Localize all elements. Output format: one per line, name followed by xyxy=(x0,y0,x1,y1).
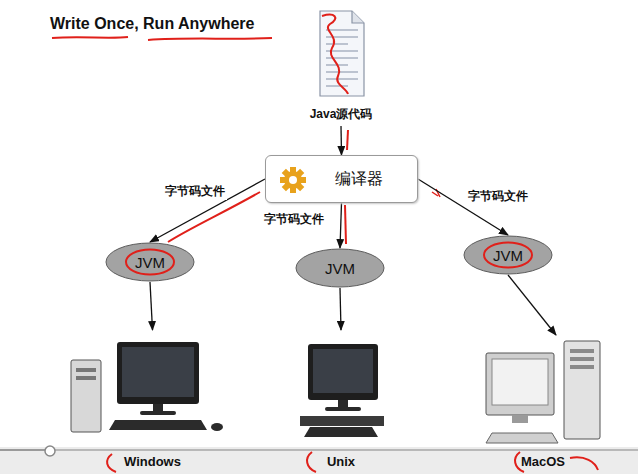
monitor-stand xyxy=(512,415,528,423)
edge-label: 字节码文件 xyxy=(466,188,530,205)
red-mark xyxy=(107,454,116,472)
compiler-label: 编译器 xyxy=(335,169,383,190)
monitor-stand xyxy=(153,404,163,412)
document-line xyxy=(326,29,358,31)
node-shape xyxy=(478,335,608,472)
document-line xyxy=(326,57,358,59)
document-line xyxy=(326,71,358,73)
progress-line xyxy=(0,449,638,451)
monitor-screen xyxy=(492,359,548,405)
monitor-frame xyxy=(117,342,199,404)
monitor-stand xyxy=(338,400,348,408)
red-underline xyxy=(52,37,128,38)
document-line xyxy=(326,43,348,45)
red-circle xyxy=(484,243,532,268)
jvm-label: JVM xyxy=(493,247,523,264)
arrow-connector xyxy=(150,179,265,242)
drive-slot xyxy=(76,376,96,380)
drive-slot xyxy=(570,349,594,353)
arrow-connector xyxy=(340,288,341,330)
red-mark xyxy=(307,452,316,472)
arrow-connector xyxy=(508,275,556,335)
jvm-outline xyxy=(296,249,384,287)
progress-done xyxy=(0,449,50,451)
title: Write Once, Run Anywhere xyxy=(50,15,254,33)
jvm-label: JVM xyxy=(135,254,165,271)
node-shape xyxy=(65,330,240,472)
jvm-ellipse: JVM xyxy=(463,235,553,275)
pc-tower xyxy=(564,341,600,439)
keyboard xyxy=(304,427,378,437)
computer: Windows xyxy=(65,330,240,472)
drive-slot xyxy=(570,357,594,361)
monitor-frame xyxy=(308,344,378,400)
red-mark xyxy=(515,452,598,472)
video-bar xyxy=(0,447,638,474)
document-page xyxy=(320,11,364,96)
document-line xyxy=(326,78,358,80)
red-mark xyxy=(345,205,346,244)
monitor-base xyxy=(325,407,361,411)
monitor-base xyxy=(140,411,176,415)
arrow-connector xyxy=(340,203,342,248)
jvm-ellipse: JVM xyxy=(105,242,195,282)
jvm-ellipse: JVM xyxy=(295,248,385,288)
arrow-connector xyxy=(340,126,342,155)
computer: MacOS xyxy=(478,335,608,472)
monitor-screen xyxy=(122,347,194,397)
node-shape xyxy=(282,330,400,472)
jvm-outline xyxy=(464,236,552,274)
drive-slot xyxy=(570,365,594,369)
red-scribble xyxy=(322,15,348,94)
edge-label: 字节码文件 xyxy=(163,183,227,200)
document-line xyxy=(326,36,358,38)
os-label: Unix xyxy=(327,454,355,469)
compiler-box: 编译器 xyxy=(265,155,418,203)
jvm-outline xyxy=(106,243,194,281)
os-label: Windows xyxy=(124,454,181,469)
pc-box xyxy=(300,416,384,426)
gear-icon xyxy=(280,167,306,193)
red-circle xyxy=(126,250,174,275)
edge-label: 字节码文件 xyxy=(262,211,326,228)
red-underline xyxy=(148,38,272,40)
jvm-label: JVM xyxy=(325,260,355,277)
monitor-screen xyxy=(313,349,373,393)
monitor-frame xyxy=(486,353,554,415)
os-label: MacOS xyxy=(521,454,565,469)
computer: Unix xyxy=(282,330,400,472)
red-mark xyxy=(347,130,348,150)
keyboard xyxy=(486,433,558,443)
pc-tower xyxy=(71,360,101,432)
arrow-connector xyxy=(150,282,153,330)
document-line xyxy=(326,85,348,87)
keyboard xyxy=(109,420,207,430)
mouse xyxy=(211,423,223,431)
document-fold xyxy=(352,11,364,23)
drive-slot xyxy=(76,368,96,372)
source-file: Java源代码 xyxy=(300,8,382,126)
progress-knob xyxy=(45,446,55,456)
file-label: Java源代码 xyxy=(310,106,373,123)
